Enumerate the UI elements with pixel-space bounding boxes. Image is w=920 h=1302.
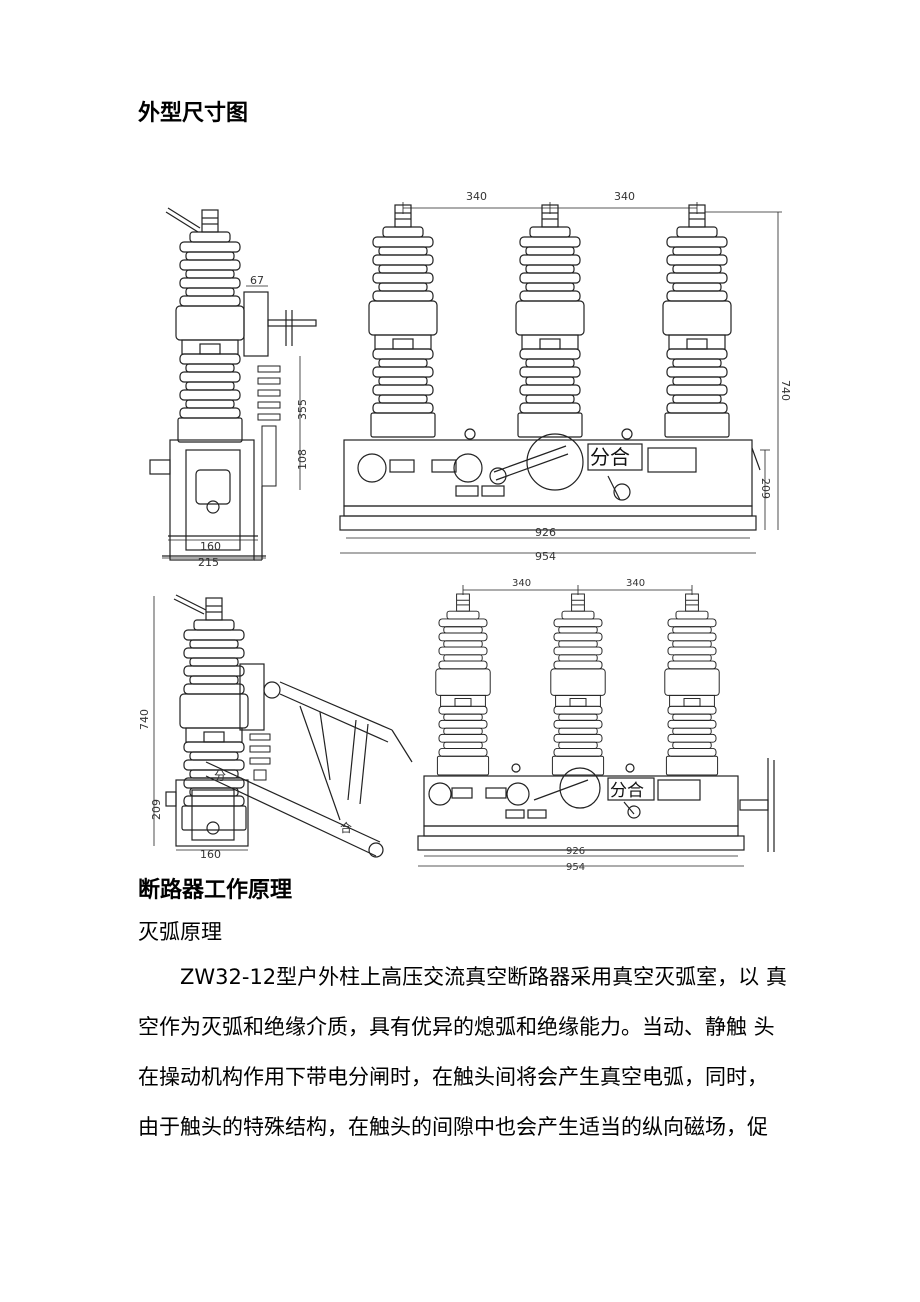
dim-bottom-pitch-2: 340 <box>626 578 645 589</box>
dim-bottom-pitch-1: 340 <box>512 578 531 589</box>
paragraph-line: 在操动机构作用下带电分闸时，在触头间将会产生真空电弧，同时， <box>138 1065 768 1089</box>
bottom-side-view <box>165 594 413 858</box>
bottom-label-close: 合 <box>340 820 352 835</box>
paragraph-line: ZW32-12型户外柱上高压交流真空断路器采用真空灭弧室，以 真 <box>180 965 787 989</box>
section-title-working-principle: 断路器工作原理 <box>138 878 293 903</box>
paragraph-line: 由于触头的特殊结构，在触头的间隙中也会产生适当的纵向磁场，促 <box>138 1115 768 1139</box>
section-title-dimensions: 外型尺寸图 <box>138 101 249 126</box>
dim-pitch-1: 340 <box>466 190 487 203</box>
dim-bottom-160: 160 <box>200 848 221 861</box>
dim-height: 740 <box>779 380 792 401</box>
bottom-open-close-indicator: 分合 <box>610 781 644 801</box>
dim-width-outer: 954 <box>535 550 556 563</box>
principle-paragraph: ZW32-12型户外柱上高压交流真空断路器采用真空灭弧室，以 真 空作为灭弧和绝… <box>138 952 798 1152</box>
dim-355: 355 <box>296 399 309 420</box>
dim-bottom-height-side: 740 <box>138 709 151 730</box>
bottom-front-dimensions <box>418 585 744 867</box>
dimension-drawing: 67 355 108 160 215 分合 <box>138 190 792 873</box>
bottom-side-dimensions <box>153 596 248 851</box>
dim-160: 160 <box>200 540 221 553</box>
dim-base-height: 209 <box>759 478 772 499</box>
dim-215: 215 <box>198 556 219 569</box>
bottom-label-open: 分 <box>214 769 226 783</box>
dim-108: 108 <box>296 449 309 470</box>
paragraph-line: 空作为灭弧和绝缘介质，具有优异的熄弧和绝缘能力。当动、静触 头 <box>138 1015 775 1039</box>
bottom-front-view <box>417 593 775 852</box>
dim-width-inner: 926 <box>535 526 556 539</box>
dim-bottom-width-inner: 926 <box>566 846 585 857</box>
subsection-title-arc-extinguishing: 灭弧原理 <box>138 920 222 944</box>
top-side-view <box>149 207 317 561</box>
dim-67: 67 <box>250 274 264 287</box>
top-front-view <box>339 204 761 531</box>
dim-pitch-2: 340 <box>614 190 635 203</box>
top-side-dimensions <box>162 285 301 559</box>
top-open-close-indicator: 分合 <box>590 445 630 469</box>
dim-bottom-width-outer: 954 <box>566 862 585 873</box>
top-front-dimensions <box>340 202 782 554</box>
dim-bottom-base-side: 209 <box>150 799 163 820</box>
